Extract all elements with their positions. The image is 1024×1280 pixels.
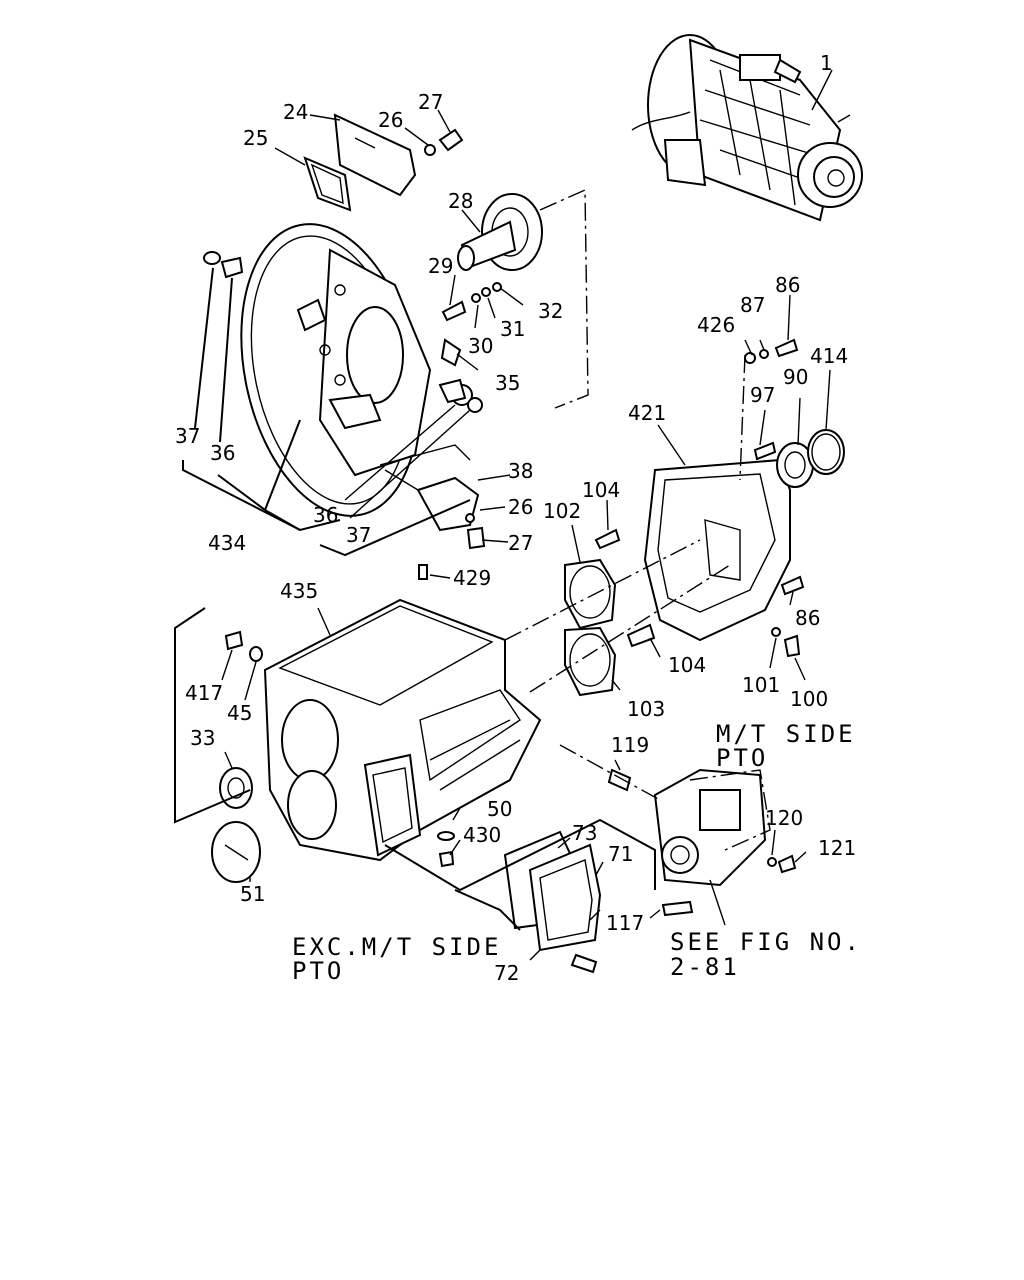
diagram-notes: M/T SIDE PTO EXC.M/T SIDE PTO SEE FIG NO… bbox=[292, 720, 862, 985]
part-label-33: 33 bbox=[190, 726, 215, 750]
part-label-27-upper: 27 bbox=[418, 90, 443, 114]
part-label-73: 73 bbox=[572, 821, 597, 845]
part-label-103: 103 bbox=[627, 697, 665, 721]
part-number-labels: 1 24 25 26 27 28 29 30 31 32 35 37 36 43… bbox=[175, 51, 856, 985]
part-label-50: 50 bbox=[487, 797, 512, 821]
part-label-25: 25 bbox=[243, 126, 268, 150]
clutch-housing-drawing bbox=[240, 223, 483, 517]
part-label-36-left: 36 bbox=[210, 441, 235, 465]
part-label-429: 429 bbox=[453, 566, 491, 590]
rear-housing-421-drawing bbox=[643, 338, 845, 642]
part-label-37-left: 37 bbox=[175, 424, 200, 448]
part-label-417: 417 bbox=[185, 681, 223, 705]
part-label-120: 120 bbox=[765, 806, 803, 830]
part-label-430: 430 bbox=[463, 823, 501, 847]
part-label-38: 38 bbox=[508, 459, 533, 483]
shaft-28-drawing bbox=[441, 193, 543, 322]
part-label-90: 90 bbox=[783, 365, 808, 389]
note-mt-side-line2: PTO bbox=[716, 744, 768, 772]
note-exc-line2: PTO bbox=[292, 957, 344, 985]
part-label-26-upper: 26 bbox=[378, 108, 403, 132]
note-see-fig-line2: 2-81 bbox=[670, 953, 740, 981]
part-label-31: 31 bbox=[500, 317, 525, 341]
note-mt-side-line1: M/T SIDE bbox=[716, 720, 856, 748]
part-label-29: 29 bbox=[428, 254, 453, 278]
part-label-51: 51 bbox=[240, 882, 265, 906]
part-label-121: 121 bbox=[818, 836, 856, 860]
cover-plate-24-drawing bbox=[303, 113, 464, 212]
part-label-434: 434 bbox=[208, 531, 246, 555]
part-label-30: 30 bbox=[468, 334, 493, 358]
part-label-100: 100 bbox=[790, 687, 828, 711]
part-label-24: 24 bbox=[283, 100, 308, 124]
part-label-72: 72 bbox=[494, 961, 519, 985]
part-label-1: 1 bbox=[820, 51, 833, 75]
part-label-27-lower: 27 bbox=[508, 531, 533, 555]
part-label-117: 117 bbox=[606, 911, 644, 935]
part-label-414: 414 bbox=[810, 344, 848, 368]
part-label-104-upper: 104 bbox=[582, 478, 620, 502]
part-label-421: 421 bbox=[628, 401, 666, 425]
main-case-435-drawing bbox=[211, 564, 542, 883]
part-label-435: 435 bbox=[280, 579, 318, 603]
part-label-26-lower: 26 bbox=[508, 495, 533, 519]
cover-38-drawing bbox=[416, 476, 486, 550]
transmission-assembly-drawing bbox=[631, 34, 863, 222]
pto-unit-drawing bbox=[607, 768, 797, 917]
pto-covers-drawing bbox=[503, 830, 602, 974]
part-label-102: 102 bbox=[543, 499, 581, 523]
part-label-86-lower: 86 bbox=[795, 606, 820, 630]
part-label-37-right: 37 bbox=[346, 523, 371, 547]
seals-102-103-drawing bbox=[564, 528, 805, 697]
part-label-119: 119 bbox=[611, 733, 649, 757]
part-label-71: 71 bbox=[608, 842, 633, 866]
part-label-36-right: 36 bbox=[313, 503, 338, 527]
part-label-426: 426 bbox=[697, 313, 735, 337]
bushings-left-drawing bbox=[203, 251, 244, 279]
part-label-97: 97 bbox=[750, 383, 775, 407]
part-label-104-lower: 104 bbox=[668, 653, 706, 677]
part-label-45: 45 bbox=[227, 701, 252, 725]
part-label-87: 87 bbox=[740, 293, 765, 317]
part-label-86-upper: 86 bbox=[775, 273, 800, 297]
part-label-35: 35 bbox=[495, 371, 520, 395]
leader-lines bbox=[174, 69, 833, 961]
note-see-fig-line1: SEE FIG NO. bbox=[670, 928, 862, 956]
part-label-101: 101 bbox=[742, 673, 780, 697]
part-label-28: 28 bbox=[448, 189, 473, 213]
note-exc-line1: EXC.M/T SIDE bbox=[292, 933, 501, 961]
part-label-32: 32 bbox=[538, 299, 563, 323]
